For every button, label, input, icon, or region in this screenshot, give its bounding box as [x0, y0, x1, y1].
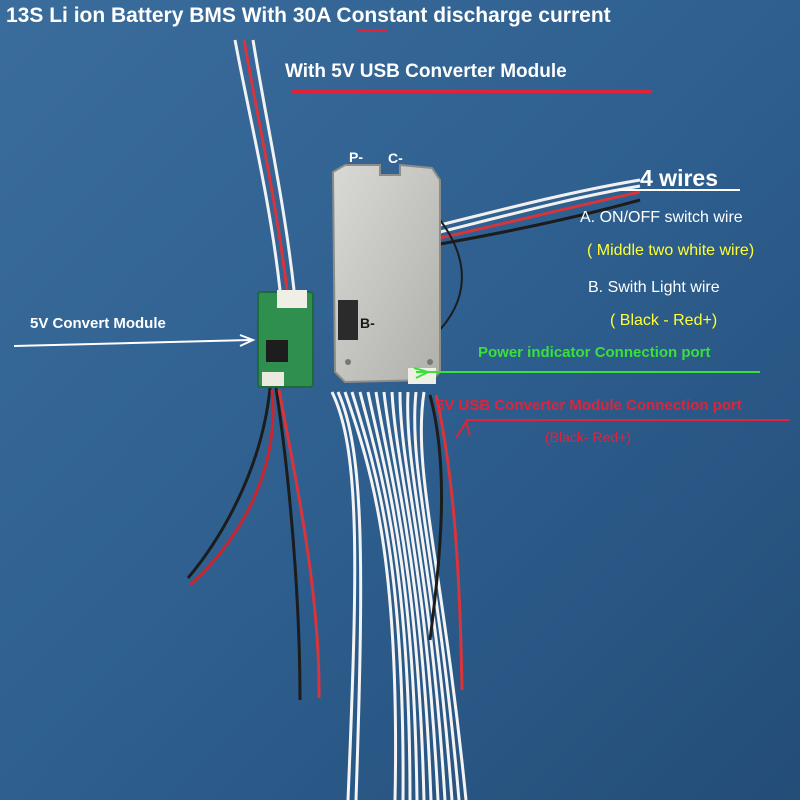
converter-input-wires — [233, 39, 296, 291]
balance-wire-bundle — [330, 391, 468, 800]
convert-module-label: 5V Convert Module — [30, 315, 166, 332]
usb-port-note: (Black- Red+) — [545, 429, 631, 445]
power-port-label: Power indicator Connection port — [478, 344, 711, 361]
onoff-wire-note: ( Middle two white wire) — [587, 242, 755, 259]
switch-wires — [434, 178, 641, 336]
p-minus-label: P- — [349, 149, 363, 165]
usb-port-label: 5V USB Converter Module Connection port — [436, 397, 742, 414]
usb-arrowhead — [455, 419, 471, 439]
wires-count-label: 4 wires — [640, 165, 718, 191]
page-subtitle: With 5V USB Converter Module — [285, 61, 567, 82]
title-underline-red — [357, 29, 387, 32]
b-minus-label: B- — [360, 315, 375, 331]
light-wire-note: ( Black - Red+) — [610, 312, 718, 329]
light-wire-label: B. Swith Light wire — [588, 279, 720, 296]
power-arrowhead — [413, 367, 431, 379]
converter-output-wires — [186, 387, 321, 701]
usb-port-wires — [428, 394, 464, 691]
bms-board — [331, 163, 441, 384]
c-minus-label: C- — [388, 150, 403, 166]
page-title: 13S Li ion Battery BMS With 30A Constant… — [6, 4, 611, 27]
onoff-wire-label: A. ON/OFF switch wire — [580, 209, 743, 226]
subtitle-underline — [292, 90, 652, 93]
annotation-arrows — [13, 189, 740, 347]
converter-module — [257, 290, 314, 388]
